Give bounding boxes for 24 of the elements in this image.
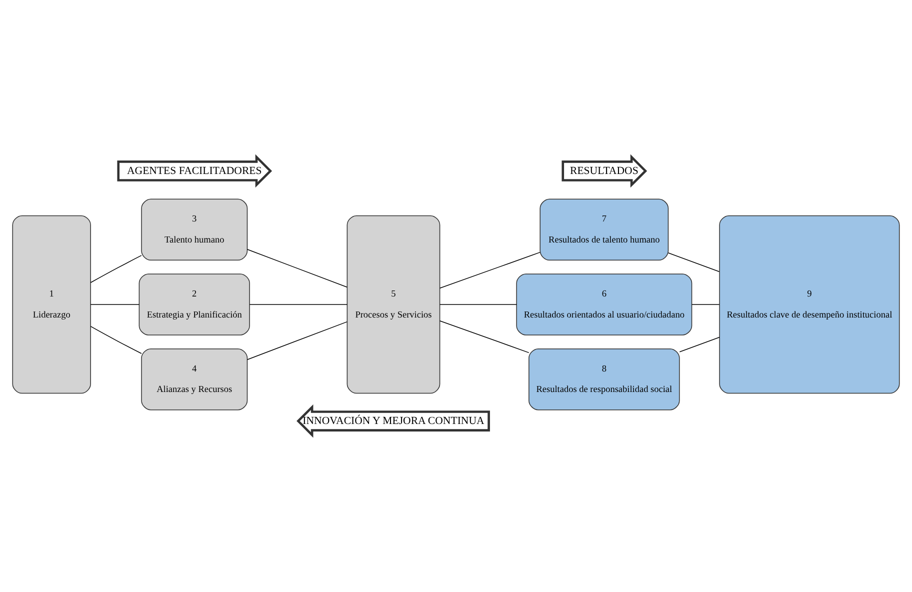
node-box: 2 Estrategia y Planificación <box>138 274 250 336</box>
node-box: 4 Alianzas y Recursos <box>141 348 248 410</box>
connector <box>249 304 348 305</box>
node-box: 8 Resultados de responsabilidad social <box>528 348 680 410</box>
connector <box>246 249 348 288</box>
connector <box>90 304 140 305</box>
connector <box>692 304 720 305</box>
connector <box>679 336 720 352</box>
node-box: 1 Liderazgo <box>12 215 91 394</box>
connector <box>90 255 142 284</box>
label: AGENTES FACILITADORES <box>126 164 262 177</box>
label: RESULTADOS <box>570 164 638 177</box>
node-box: 5 Procesos y Servicios <box>346 215 440 394</box>
connector <box>440 252 540 289</box>
connector <box>90 326 142 354</box>
connector <box>440 320 530 354</box>
connector <box>440 304 517 305</box>
node-box: 3 Talento humano <box>141 198 248 260</box>
label: INNOVACIÓN Y MEJORA CONTINUA <box>302 414 484 427</box>
node-box: 9 Resultados clave de desempeño institucional <box>719 215 900 394</box>
connector <box>668 252 720 272</box>
connector <box>246 321 348 360</box>
node-box: 7 Resultados de talento humano <box>540 198 669 260</box>
node-box: 6 Resultados orientados al usuario/ciudadano <box>516 274 692 336</box>
